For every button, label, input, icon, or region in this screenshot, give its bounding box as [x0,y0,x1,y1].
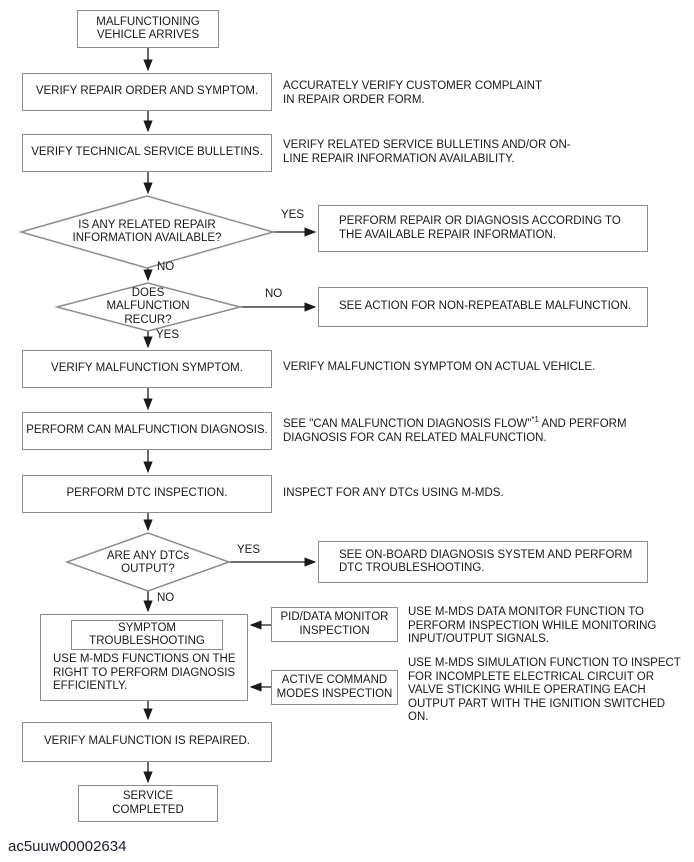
node-service-completed: SERVICE COMPLETED [78,785,218,822]
diamond-repair-info-label: IS ANY RELATED REPAIR INFORMATION AVAILA… [72,218,222,245]
note-service-bulletins: VERIFY RELATED SERVICE BULLETINS AND/OR … [283,139,571,165]
node-see-action-non-repeatable: SEE ACTION FOR NON-REPEATABLE MALFUNCTIO… [318,287,648,327]
symptom-troubleshooting-body: USE M-MDS FUNCTIONS ON THE RIGHT TO PERF… [53,653,236,692]
note-repair-order: ACCURATELY VERIFY CUSTOMER COMPLAINT IN … [283,80,543,106]
note-pid-monitor: USE M-MDS DATA MONITOR FUNCTION TO PERFO… [408,606,657,645]
node-verify-technical-service-bulletins: VERIFY TECHNICAL SERVICE BULLETINS. [22,134,272,172]
note-dtc-inspection: INSPECT FOR ANY DTCs USING M-MDS. [283,487,504,499]
node-pid-data-monitor-inspection: PID/DATA MONITOR INSPECTION [271,607,398,642]
edge-label-d2-no: NO [265,288,283,300]
symptom-troubleshooting-title: SYMPTOM TROUBLESHOOTING [71,620,223,650]
edge-label-d3-no: NO [157,592,175,604]
diamond-malfunction-recur-label: DOES MALFUNCTION RECUR? [106,286,190,326]
can-flow-ref-superscript: *1 [531,415,539,425]
edge-label-d2-yes: YES [156,329,180,341]
node-verify-repair-order: VERIFY REPAIR ORDER AND SYMPTOM. [22,73,272,111]
diamond-dtcs-output-label: ARE ANY DTCs OUTPUT? [106,549,190,576]
note-can-post: AND PERFORM DIAGNOSIS FOR CAN RELATED MA… [283,418,627,444]
edge-label-d3-yes: YES [237,544,261,556]
edge-label-d1-no: NO [157,261,175,273]
note-active-command: USE M-MDS SIMULATION FUNCTION TO INSPECT… [408,657,681,723]
node-malfunctioning-vehicle-arrives: MALFUNCTIONING VEHICLE ARRIVES [77,10,219,48]
figure-id-caption: ac5uuw00002634 [8,838,127,855]
node-perform-dtc-inspection: PERFORM DTC INSPECTION. [22,475,272,513]
edge-label-d1-yes: YES [281,209,305,221]
node-see-on-board-diagnosis: SEE ON-BOARD DIAGNOSIS SYSTEM AND PERFOR… [318,541,648,583]
node-symptom-troubleshooting: SYMPTOM TROUBLESHOOTING USE M-MDS FUNCTI… [40,614,248,701]
note-verify-symptom: VERIFY MALFUNCTION SYMPTOM ON ACTUAL VEH… [283,361,596,373]
node-active-command-modes-inspection: ACTIVE COMMAND MODES INSPECTION [271,670,398,705]
node-perform-repair-or-diagnosis: PERFORM REPAIR OR DIAGNOSIS ACCORDING TO… [318,205,648,252]
node-perform-can-malfunction-diagnosis: PERFORM CAN MALFUNCTION DIAGNOSIS. [22,412,272,450]
node-verify-malfunction-repaired: VERIFY MALFUNCTION IS REPAIRED. [22,722,272,762]
node-verify-malfunction-symptom: VERIFY MALFUNCTION SYMPTOM. [22,350,272,388]
note-can-diagnosis: SEE "CAN MALFUNCTION DIAGNOSIS FLOW"*1 A… [283,415,663,445]
note-can-pre: SEE "CAN MALFUNCTION DIAGNOSIS FLOW" [283,418,532,430]
